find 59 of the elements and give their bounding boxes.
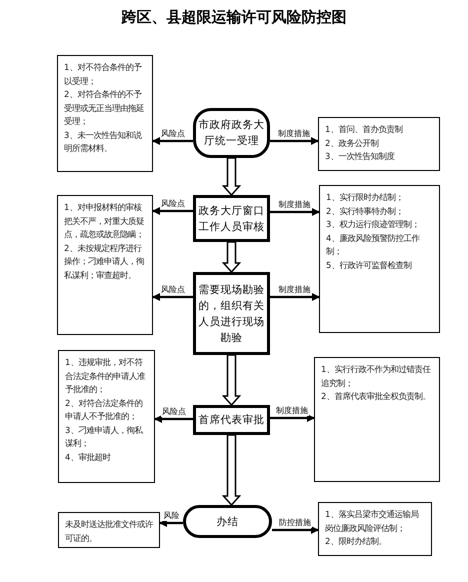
note-box	[57, 55, 153, 172]
list-item: 3、未一次性告知和说明所需材料。	[64, 128, 143, 155]
list-item: 1、首问、首办负责制	[325, 123, 404, 136]
list-item: 1、违规审批，对不符合法定条件的申请人准予批准的；	[65, 356, 146, 396]
edge-label: 防控措施	[278, 518, 312, 528]
list-item: 2、实行特事特办制；	[326, 204, 404, 218]
process-box: 需要现场勘验的，组织有关人员进行现场勘验	[193, 272, 270, 355]
list-item: 1、落实吕梁市交通运输局岗位廉政风险评估制；	[325, 508, 420, 534]
hollow-arrow	[222, 241, 242, 274]
arrow	[152, 207, 193, 215]
edge-label: 风险点	[160, 199, 186, 209]
process-terminal: 市政府政务大厅统一受理	[193, 108, 270, 158]
arrow	[270, 208, 320, 216]
arrow	[159, 519, 183, 527]
list-item: 1、实行限时办结制；	[326, 191, 404, 204]
list-item: 3、一次性告知制度	[325, 150, 396, 163]
note-box	[319, 185, 440, 333]
note-box: 未及时送达批准文件或许可证的。	[58, 512, 160, 548]
arrow	[152, 293, 193, 301]
edge-label: 制度措施	[275, 406, 309, 416]
edge-label: 风险	[162, 511, 180, 521]
title: 跨区、县超限运输许可风险防控图	[120, 8, 348, 27]
list-item: 2、限时办结制。	[325, 535, 388, 548]
edge-label: 制度措施	[278, 200, 312, 210]
process-terminal: 办结	[183, 505, 272, 538]
note-box	[57, 195, 153, 335]
edge-label: 风险点	[160, 129, 186, 139]
edge-label: 制度措施	[278, 285, 312, 295]
list-item: 1、对申报材料的审核把关不严，对重大质疑点，疏忽或故意隐瞒；	[64, 201, 145, 241]
list-item: 1、实行行政不作为和过错责任追究制；	[321, 363, 432, 390]
list-item: 3、权力运行痕迹管理制；	[326, 218, 420, 231]
list-item: 2、对符合条件的不予受理或无正当理由拖延受理；	[64, 88, 145, 128]
list-item: 2、未按规定程序进行操作；刁难申请人，徇私谋利；审查超时。	[64, 242, 145, 282]
list-item: 2、政务公开制	[325, 136, 380, 150]
list-item: 5、行政许可监督检查制	[326, 258, 412, 272]
edge-label: 风险点	[160, 285, 186, 295]
edge-label: 制度措施	[277, 129, 311, 139]
list-item: 4、审批超时	[65, 450, 112, 464]
edge-label: 风险点	[161, 407, 187, 417]
note-box	[58, 350, 155, 483]
hollow-arrow	[222, 157, 242, 196]
arrow	[152, 137, 193, 145]
list-item: 3、刁难申请人，徇私谋利；	[65, 424, 144, 450]
arrow	[272, 526, 319, 534]
arrow	[270, 414, 315, 422]
list-item: 2、对符合法定条件的申请人不予批准的；	[65, 396, 144, 423]
arrow	[270, 293, 320, 301]
hollow-arrow	[222, 434, 242, 506]
list-item: 2、首席代表审批全权负责制。	[321, 390, 432, 403]
arrow	[270, 137, 319, 145]
hollow-arrow	[222, 354, 242, 406]
arrow	[154, 415, 193, 423]
note-box	[314, 357, 440, 482]
list-item: 4、廉政风险预警防控工作制；	[326, 232, 421, 258]
note-box	[318, 117, 440, 171]
note-box	[318, 502, 432, 556]
list-item: 1、对不符合条件的予以受理；	[64, 61, 142, 88]
process-box: 政务大厅窗口工作人员审核	[193, 195, 270, 242]
process-box: 首席代表审批	[193, 405, 270, 435]
